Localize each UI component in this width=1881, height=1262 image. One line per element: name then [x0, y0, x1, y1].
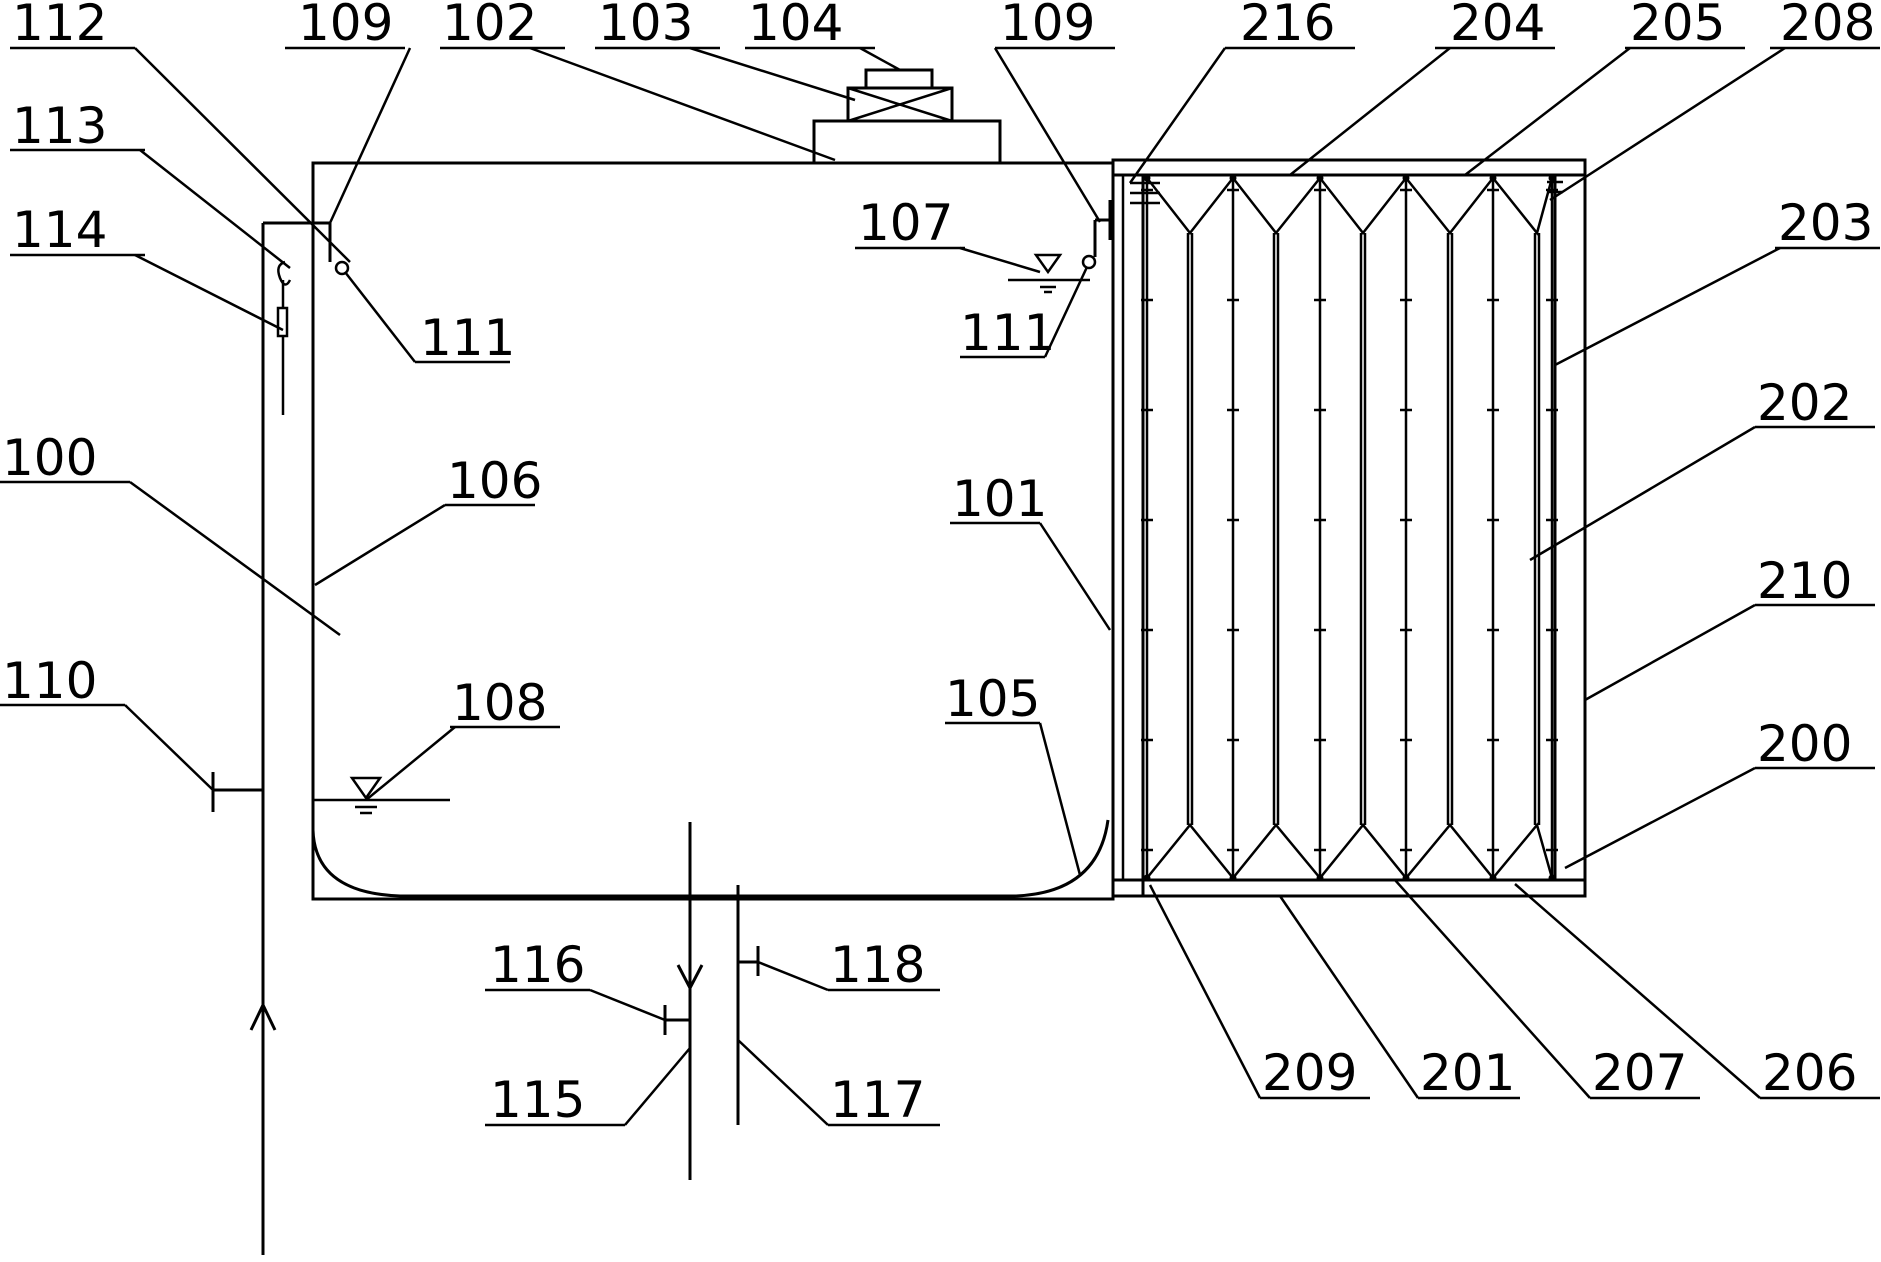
label-207: 207 [1592, 1044, 1687, 1102]
label-107: 107 [858, 194, 953, 252]
label-204: 204 [1450, 0, 1545, 52]
node-dot [1489, 174, 1497, 182]
label-209: 209 [1262, 1044, 1357, 1102]
label-106: 106 [447, 452, 542, 510]
label-104: 104 [748, 0, 843, 52]
leader-lines [0, 46, 1880, 1127]
label-216: 216 [1240, 0, 1335, 52]
label-200: 200 [1757, 715, 1852, 773]
node-dot [1548, 874, 1556, 882]
label-115: 115 [490, 1071, 585, 1129]
bottom-pipes [663, 822, 760, 1180]
label-109-left: 109 [298, 0, 393, 52]
label-206: 206 [1762, 1044, 1857, 1102]
label-110: 110 [2, 652, 97, 710]
node-dot [1229, 874, 1237, 882]
node-dot [1548, 174, 1556, 182]
label-108: 108 [452, 674, 547, 732]
label-100: 100 [2, 429, 97, 487]
inlet-pipe [211, 221, 350, 1255]
label-202: 202 [1757, 374, 1852, 432]
label-208: 208 [1780, 0, 1875, 52]
label-203: 203 [1778, 194, 1873, 252]
label-102: 102 [442, 0, 537, 52]
label-210: 210 [1757, 552, 1852, 610]
label-111-right: 111 [960, 304, 1055, 362]
node-dot [1402, 874, 1410, 882]
zigzag-bottom [1146, 822, 1554, 880]
label-205: 205 [1630, 0, 1725, 52]
node-dot [1143, 174, 1151, 182]
tank-100 [311, 161, 1115, 901]
label-114: 114 [12, 201, 107, 259]
label-118: 118 [830, 936, 925, 994]
label-112: 112 [12, 0, 107, 52]
label-201: 201 [1420, 1044, 1515, 1102]
module-200 [1111, 158, 1587, 898]
zigzag-top [1146, 175, 1554, 236]
node-dot [1143, 874, 1151, 882]
labels: 112 109 102 103 104 109 216 204 205 208 … [2, 0, 1875, 1129]
node-dot [1402, 174, 1410, 182]
water-level-108 [313, 776, 450, 815]
label-105: 105 [945, 670, 1040, 728]
node-dot [1316, 874, 1324, 882]
label-109-right: 109 [1000, 0, 1095, 52]
label-101: 101 [952, 470, 1047, 528]
label-113: 113 [12, 97, 107, 155]
label-103: 103 [598, 0, 693, 52]
label-111-left: 111 [420, 309, 515, 367]
node-dot [1489, 874, 1497, 882]
label-116: 116 [490, 936, 585, 994]
top-unit [812, 68, 1002, 165]
node-dot [1229, 174, 1237, 182]
module-internals [1141, 174, 1558, 882]
node-dot [1316, 174, 1324, 182]
label-117: 117 [830, 1071, 925, 1129]
